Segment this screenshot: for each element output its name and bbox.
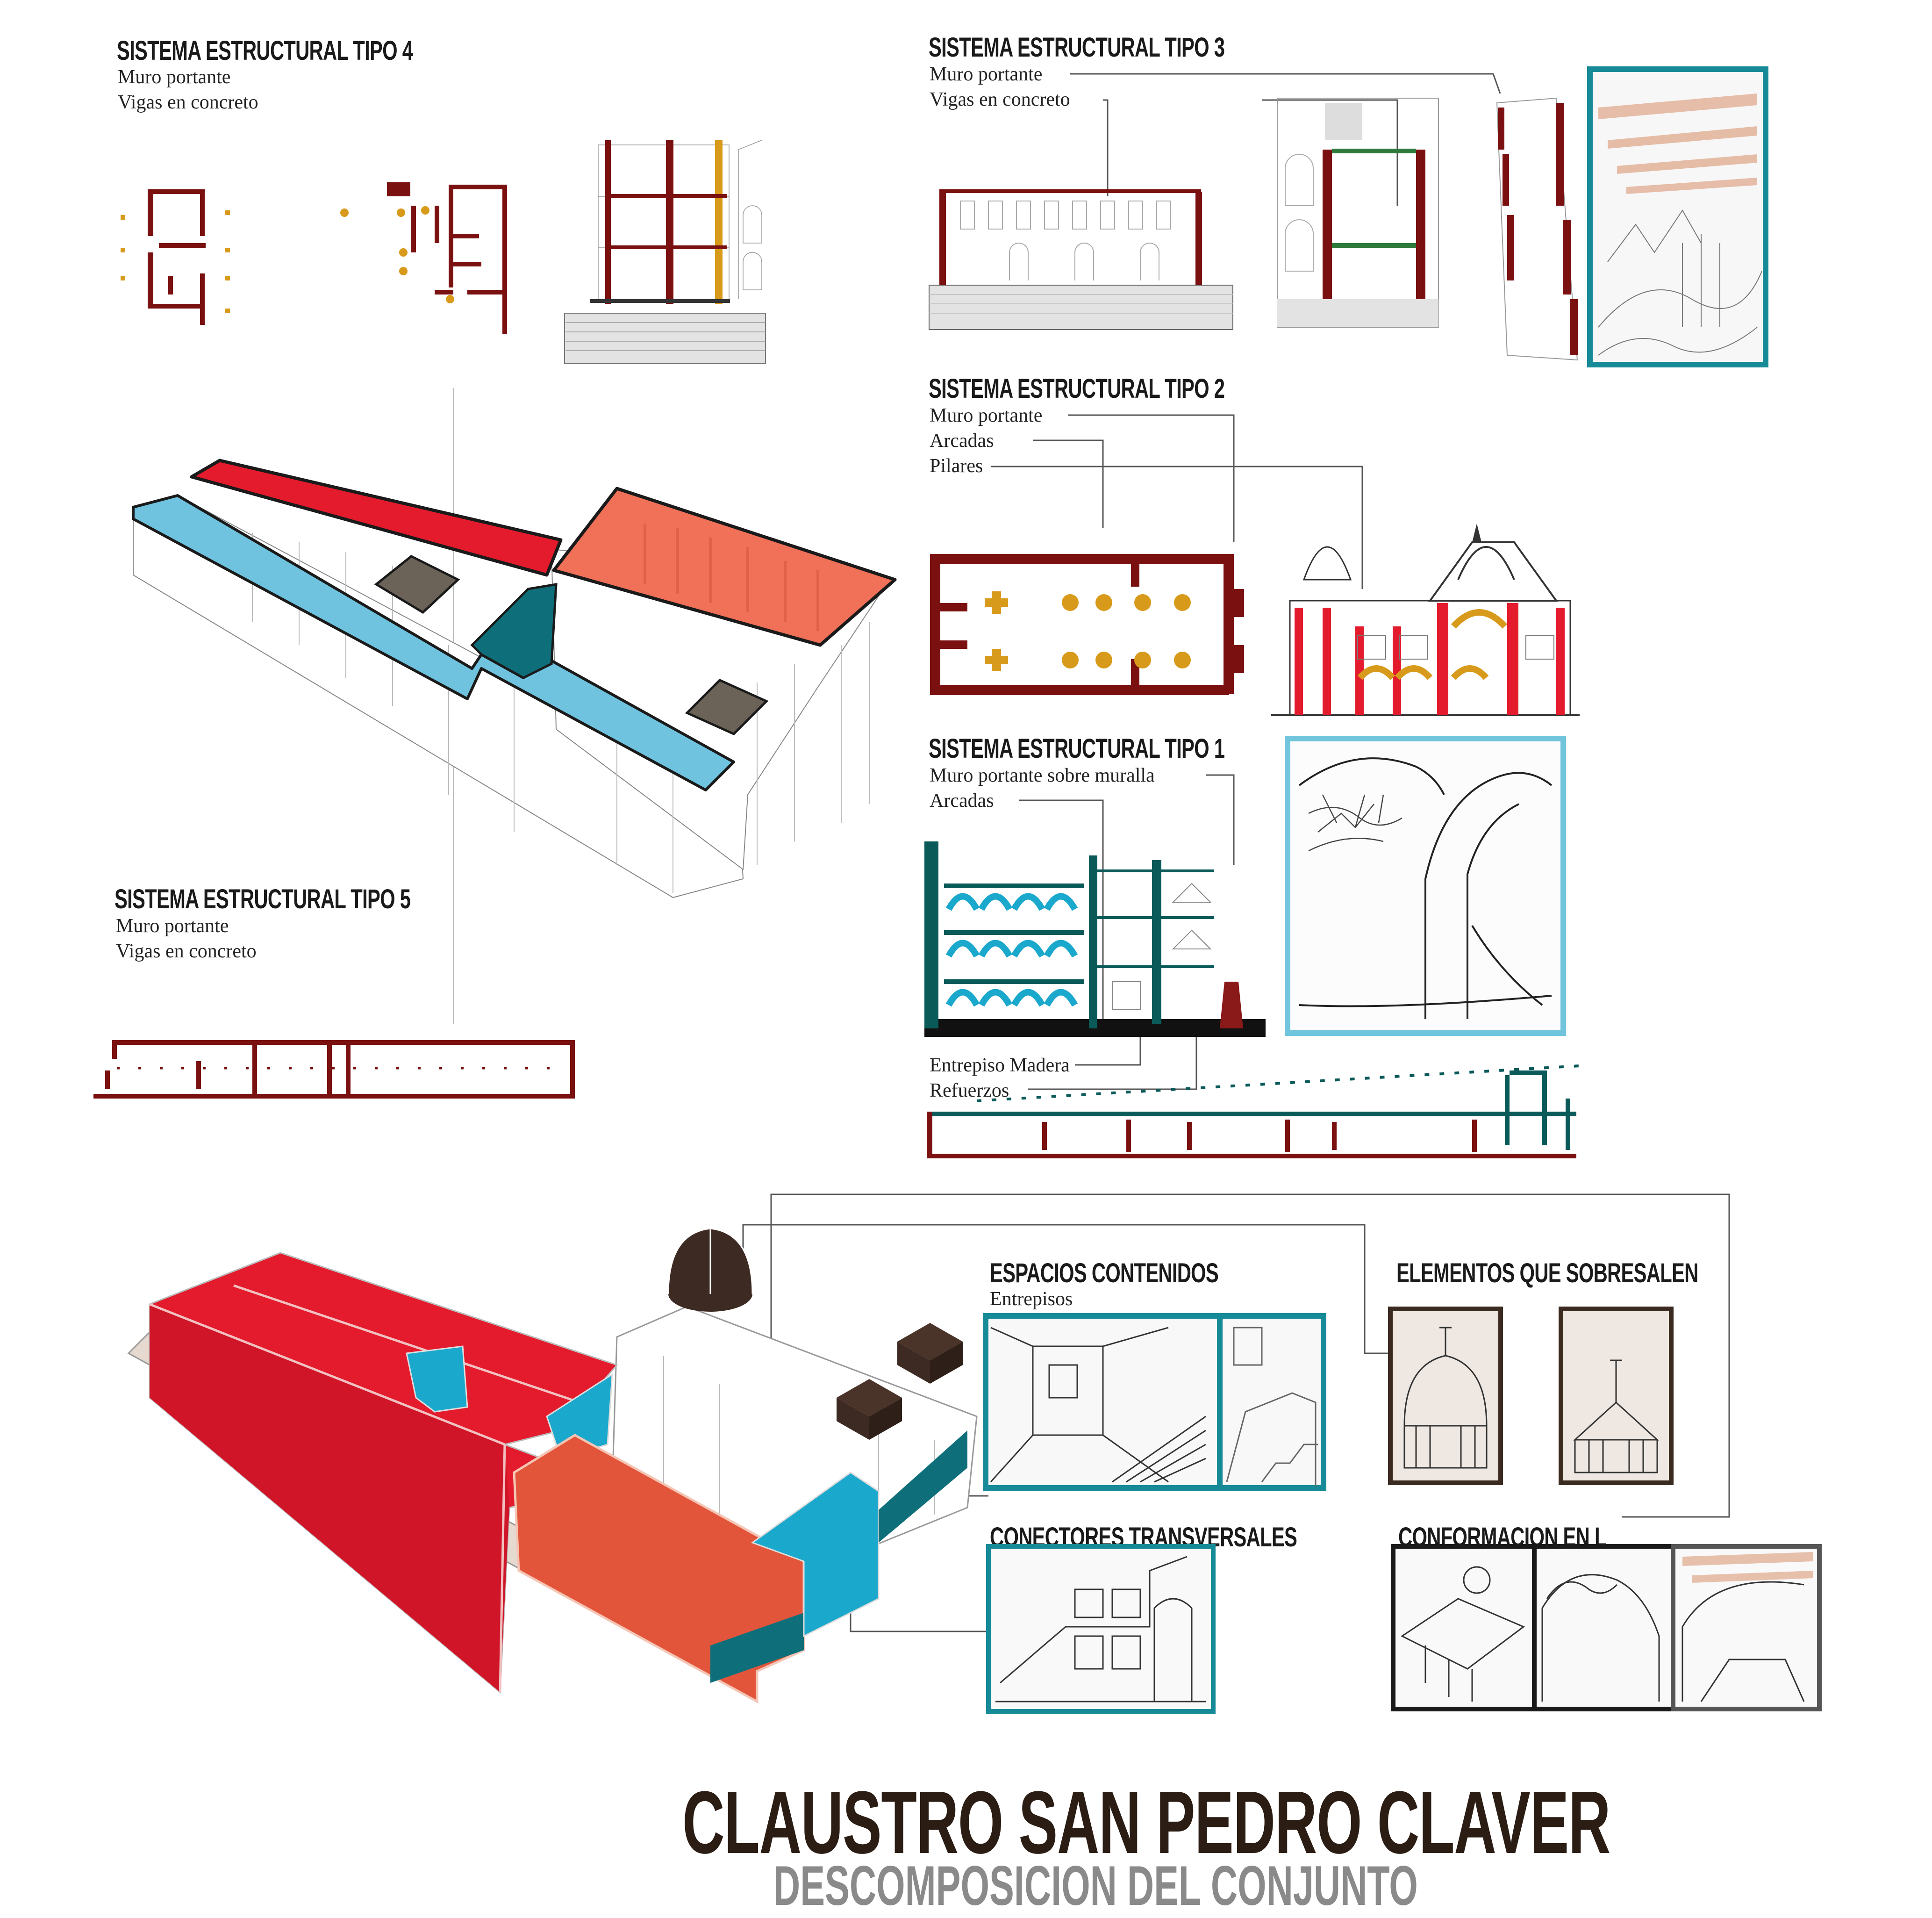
tipo1-description: Muro portante sobre muralla Arcadas <box>930 763 1155 813</box>
axonometric-model-bottom <box>127 1228 978 1704</box>
tipo1-line-2: Arcadas <box>930 790 994 812</box>
tipo4-title: SISTEMA ESTRUCTURAL TIPO 4 <box>117 36 413 66</box>
tipo2-plan <box>930 554 1244 695</box>
conectores-image <box>986 1544 1216 1714</box>
tipo2-line-2: Arcadas <box>930 430 994 452</box>
elementos-title: ELEMENTOS QUE SOBRESALEN <box>1396 1258 1698 1288</box>
tipo3-section-a <box>929 189 1233 330</box>
poster-title: CLAUSTRO SAN PEDRO CLAVER <box>682 1773 1610 1872</box>
espacios-sub: Entrepisos <box>990 1288 1073 1310</box>
tipo2-line-3: Pilares <box>930 455 983 477</box>
tipo1-section <box>924 841 1266 1037</box>
tipo3-sketch-frame <box>1587 66 1768 367</box>
tipo1-long-plan <box>927 1064 1580 1158</box>
tipo5-plan <box>93 1040 575 1099</box>
tipo2-elevation <box>1271 524 1580 716</box>
tipo1-extra-description: Entrepiso Madera Refuerzos <box>930 1053 1070 1103</box>
conformacion-images <box>1391 1544 1822 1711</box>
tipo3-line-1: Muro portante <box>930 64 1043 85</box>
espacios-images <box>983 1313 1326 1491</box>
tipo2-line-1: Muro portante <box>930 405 1043 426</box>
tipo5-line-2: Vigas en concreto <box>116 941 257 962</box>
tipo4-line-2: Vigas en concreto <box>118 92 258 113</box>
tipo1-line-1: Muro portante sobre muralla <box>930 765 1155 786</box>
tipo3-wall-strip <box>1496 97 1578 361</box>
tipo4-line-1: Muro portante <box>118 66 231 88</box>
tipo4-plan-a <box>121 189 230 325</box>
tipo3-section-b <box>1277 98 1439 328</box>
tipo1-title: SISTEMA ESTRUCTURAL TIPO 1 <box>929 733 1225 764</box>
espacios-title: ESPACIOS CONTENIDOS <box>990 1258 1219 1288</box>
tipo4-description: Muro portante Vigas en concreto <box>118 65 258 115</box>
tipo3-description: Muro portante Vigas en concreto <box>930 62 1070 112</box>
tipo2-title: SISTEMA ESTRUCTURAL TIPO 2 <box>929 374 1225 404</box>
tipo1-arch-sketch <box>1285 736 1566 1036</box>
axonometric-model-top <box>132 459 897 898</box>
tipo4-plan-b <box>340 182 507 334</box>
elementos-dome-images <box>1388 1307 1674 1485</box>
tipo5-title: SISTEMA ESTRUCTURAL TIPO 5 <box>114 884 411 914</box>
tipo5-description: Muro portante Vigas en concreto <box>116 913 257 964</box>
tipo4-section <box>564 140 766 364</box>
tipo5-line-1: Muro portante <box>116 915 229 937</box>
tipo2-description: Muro portante Arcadas Pilares <box>930 403 1042 479</box>
tipo1-extra-line-2: Refuerzos <box>930 1080 1009 1101</box>
tipo1-extra-line-1: Entrepiso Madera <box>930 1055 1070 1076</box>
tipo3-line-2: Vigas en concreto <box>930 89 1070 110</box>
callout-lines <box>453 73 1730 1632</box>
tipo3-title: SISTEMA ESTRUCTURAL TIPO 3 <box>929 32 1225 63</box>
